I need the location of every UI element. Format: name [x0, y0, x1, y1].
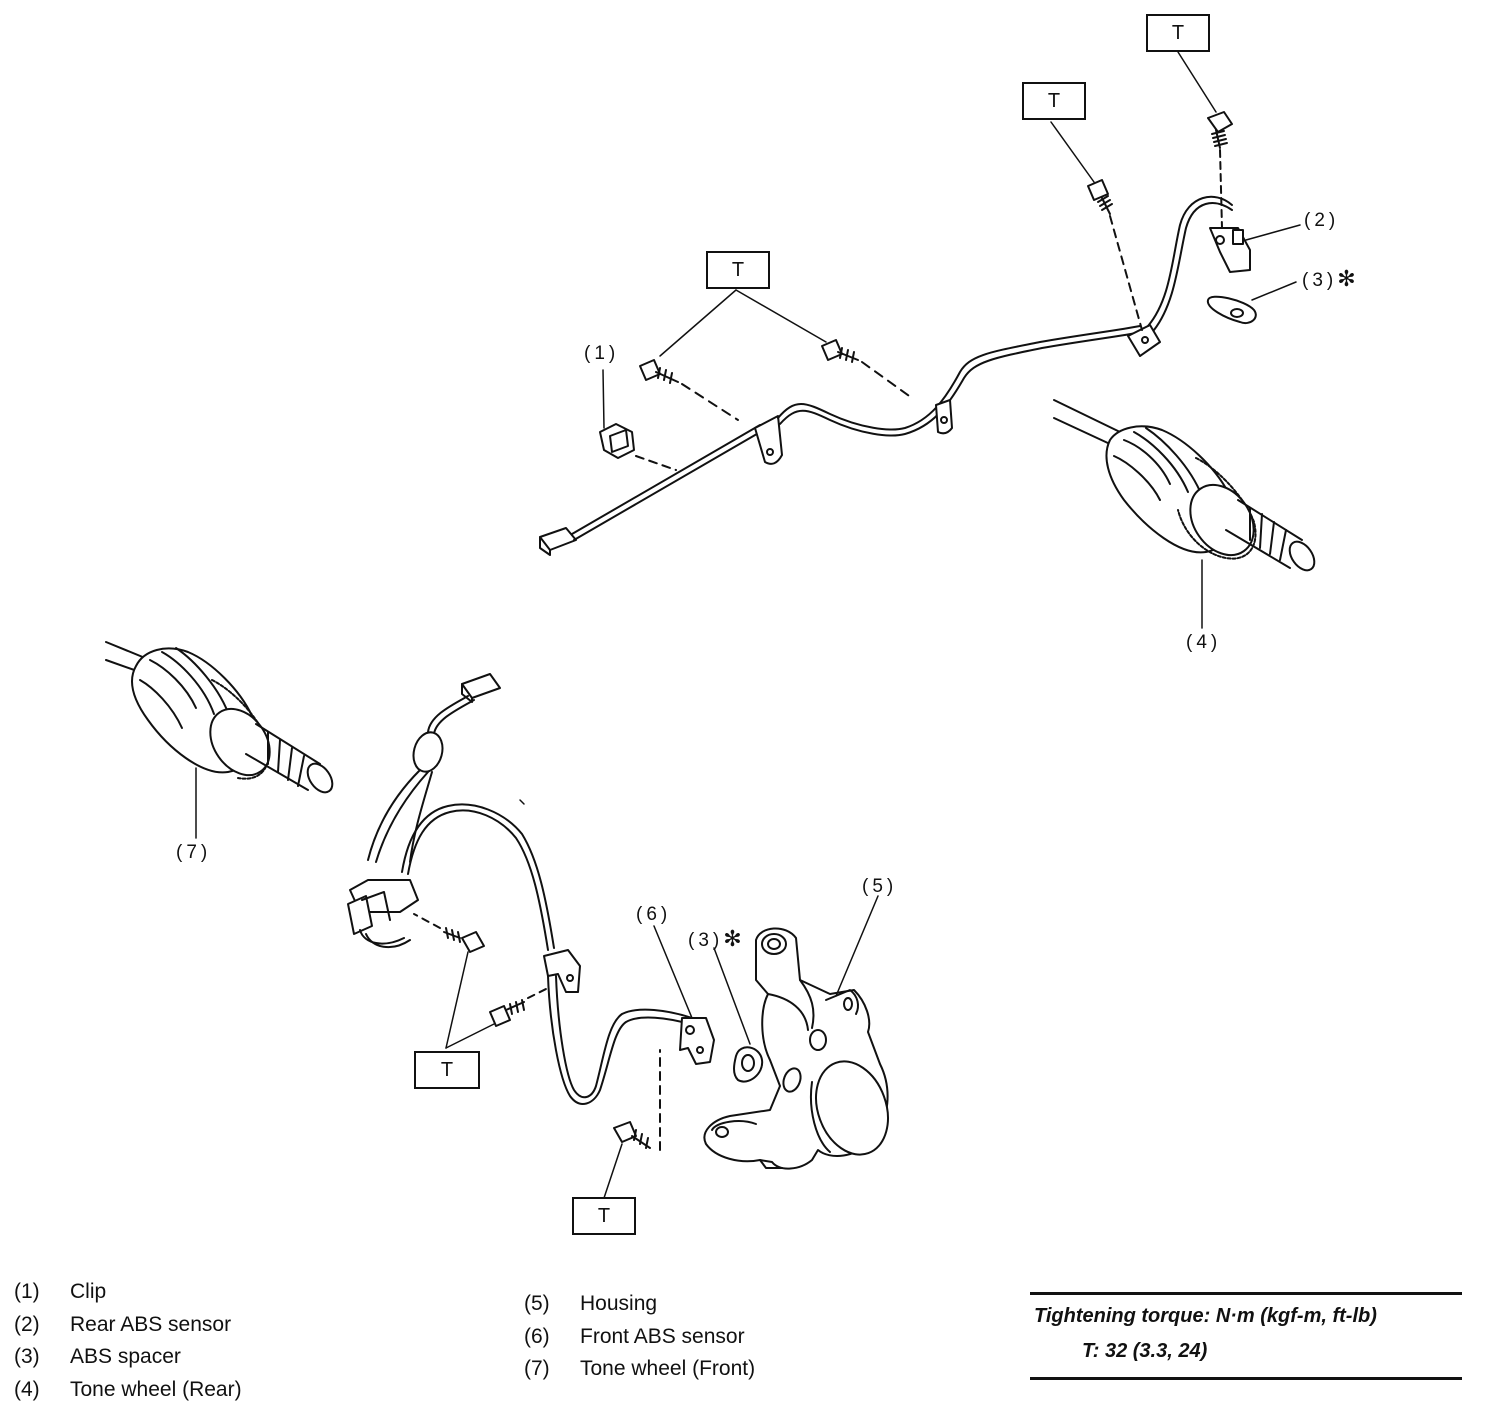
front-leader-lines — [195, 767, 879, 1199]
rear-axle-shaft — [1053, 399, 1316, 572]
rear-sensor-bolt — [1207, 111, 1233, 229]
front-sensor-harness — [347, 673, 764, 1105]
callout-rear-abs-sensor: (2) — [1304, 210, 1340, 231]
legend-row: (4) Tone wheel (Rear) — [14, 1374, 242, 1407]
legend-num: (7) — [524, 1357, 550, 1380]
legend-row: (1) Clip — [14, 1276, 242, 1309]
legend-num: (2) — [14, 1312, 40, 1336]
callout-housing: (5) — [862, 876, 898, 897]
callout-tone-wheel-rear: (4) — [1186, 632, 1222, 653]
torque-box-front-sensor: T — [572, 1197, 636, 1235]
callout-abs-spacer-rear-num: (3) — [1302, 270, 1338, 291]
harness-clip — [599, 423, 677, 471]
front-axle-shaft — [105, 641, 334, 794]
front-clip-bolt — [413, 913, 485, 953]
callout-abs-spacer-front-num: (3) — [688, 930, 724, 951]
legend-row: (6) Front ABS sensor — [524, 1321, 755, 1354]
torque-value: T: 32 (3.3, 24) — [1082, 1340, 1208, 1362]
legend-num: (5) — [524, 1292, 550, 1315]
legend-label: Tone wheel (Rear) — [70, 1377, 242, 1401]
torque-box-rear-sensor: T — [1146, 14, 1210, 52]
legend-num: (3) — [14, 1345, 40, 1368]
tightening-torque-box: Tightening torque: N·m (kgf-m, ft-lb) T:… — [1030, 1292, 1462, 1380]
legend-label: Clip — [70, 1280, 107, 1303]
harness-bracket-bolt-right — [821, 339, 913, 399]
legend-label: Housing — [580, 1292, 658, 1315]
torque-box-harness-bolts: T — [706, 251, 770, 289]
callout-front-abs-sensor: (6) — [636, 904, 672, 925]
legend-row: (5) Housing — [524, 1288, 755, 1321]
callout-abs-spacer-rear: (3)✻ — [1302, 266, 1356, 292]
rear-bracket-bolt — [1087, 179, 1143, 331]
rear-leader-lines — [602, 51, 1301, 629]
parts-legend-left: (1) Clip (2) Rear ABS sensor (3) ABS spacer… — [14, 1276, 242, 1406]
housing-knuckle — [703, 927, 889, 1170]
legend-num: (6) — [524, 1324, 550, 1348]
legend-row: (7) Tone wheel (Front) — [524, 1353, 755, 1386]
front-sensor-bolt — [613, 1049, 661, 1151]
legend-label: Front ABS sensor — [580, 1324, 745, 1348]
legend-num: (1) — [14, 1280, 40, 1303]
callout-tone-wheel-front: (7) — [176, 842, 212, 863]
torque-heading: Tightening torque: N·m (kgf-m, ft-lb) — [1034, 1305, 1377, 1327]
parts-legend-right: (5) Housing (6) Front ABS sensor (7) Tone w… — [524, 1288, 755, 1386]
callout-abs-spacer-front: (3)✻ — [688, 926, 742, 952]
legend-row: (2) Rear ABS sensor — [14, 1309, 242, 1342]
callout-clip: (1) — [584, 343, 620, 364]
spacer-asterisk-rear-icon: ✻ — [1337, 266, 1356, 291]
front-bracket-bolt — [489, 987, 549, 1027]
torque-box-front-clip: T — [414, 1051, 480, 1089]
legend-label: Rear ABS sensor — [70, 1312, 232, 1336]
torque-box-rear-bracket: T — [1022, 82, 1086, 120]
legend-label: ABS spacer — [70, 1345, 181, 1368]
spacer-asterisk-front-icon: ✻ — [723, 926, 742, 951]
rear-sensor-harness — [539, 195, 1257, 556]
legend-row: (3) ABS spacer — [14, 1341, 242, 1374]
legend-label: Tone wheel (Front) — [580, 1357, 756, 1380]
harness-bracket-bolt-left — [639, 359, 739, 421]
legend-num: (4) — [14, 1377, 40, 1401]
